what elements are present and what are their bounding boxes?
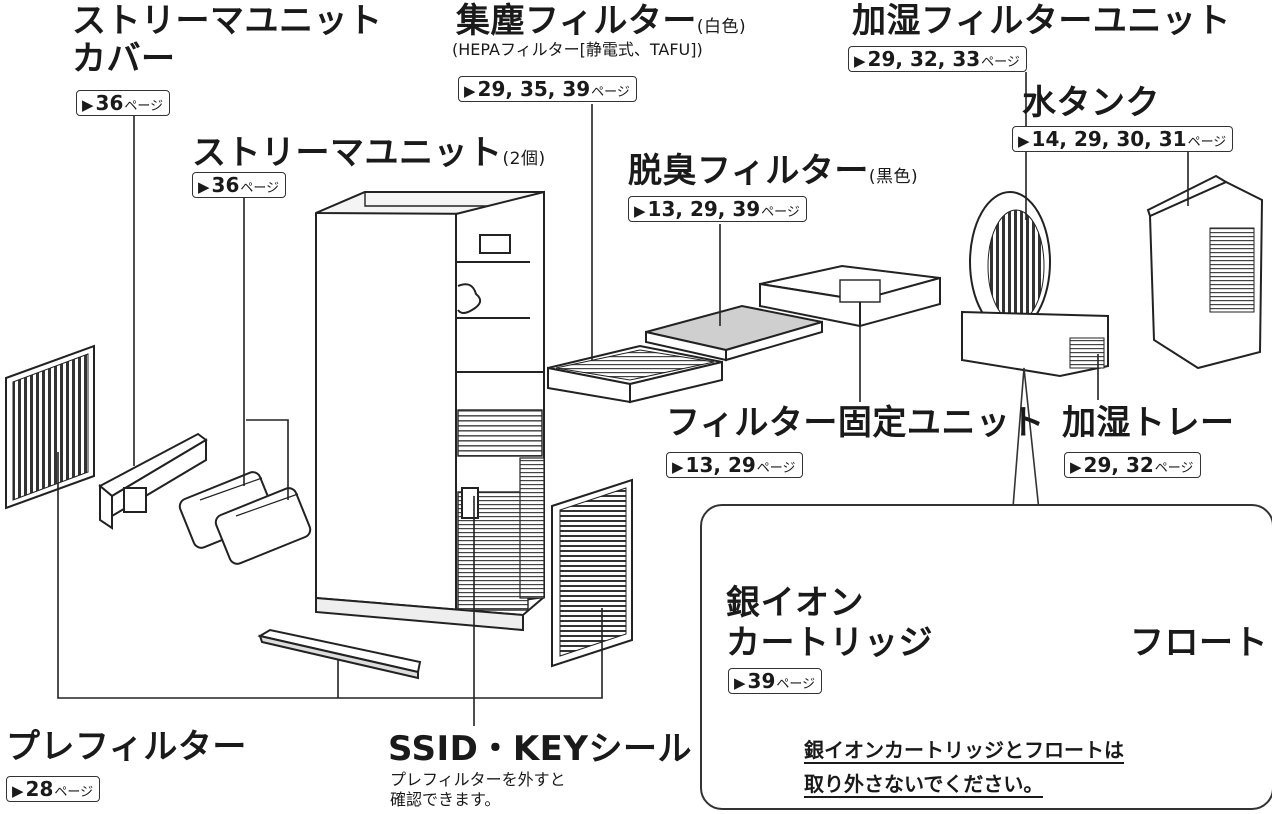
water-tank-label: 水タンク [1022,83,1160,123]
bottom-prefilter-drawing [257,628,422,680]
streamer-units-drawing [178,471,312,565]
callout-note-line2: 取り外さないでください。 [804,772,1044,798]
ssid-key-seal-label: SSID・KEYシール [388,729,693,769]
silver-ion-cartridge-page-ref[interactable]: ▶39ページ [728,668,823,694]
deodorizing-filter-page-ref[interactable]: ▶13, 29, 39ページ [628,196,807,222]
streamer-cover-label-line2: カバー [72,39,176,79]
float-label: フロート [1130,623,1268,663]
humidifier-tray-page-ref[interactable]: ▶29, 32ページ [1064,452,1201,478]
prefilter-page-ref[interactable]: ▶28ページ [6,776,101,802]
water-tank-page-ref[interactable]: ▶14, 29, 30, 31ページ [1012,126,1234,152]
humidifier-filter-unit-drawing [961,191,1109,378]
purifier-body [315,190,545,632]
dust-filter-page-ref[interactable]: ▶29, 35, 39ページ [458,76,637,102]
callout-note-line1: 銀イオンカートリッジとフロートは [804,738,1124,764]
filter-fixing-unit-page-ref[interactable]: ▶13, 29ページ [666,452,803,478]
prefilter-label: プレフィルター [6,727,247,767]
streamer-cover-label-line1: ストリーマユニット [72,1,383,41]
prefilter-left-drawing [5,344,95,510]
humidifier-filter-unit-page-ref[interactable]: ▶29, 32, 33ページ [848,46,1027,72]
streamer-cover-drawing [98,432,208,530]
dust-filter-label: 集塵フィルター(白色) [456,1,747,41]
prefilter-right-drawing [551,478,633,668]
filter-fixing-unit-label: フィルター固定ユニット [666,403,1045,443]
streamer-unit-page-ref[interactable]: ▶36ページ [192,172,287,198]
humidifier-filter-unit-label: 加湿フィルターユニット [852,1,1231,41]
deodorizing-filter-label: 脱臭フィルター(黒色) [628,151,919,191]
deodorizing-filter-drawing [645,304,823,362]
dust-filter-subtitle: (HEPAフィルター[静電式、TAFU]) [452,40,703,59]
cartridge-callout [700,504,1272,810]
ssid-key-seal-note-line1: プレフィルターを外すと [390,770,566,789]
humidifier-tray-label: 加湿トレー [1062,403,1235,443]
silver-ion-cartridge-label-line1: 銀イオン [726,583,864,623]
streamer-unit-label: ストリーマユニット(2個) [192,133,546,173]
filter-fixing-unit-drawing [759,264,941,328]
silver-ion-cartridge-label-line2: カートリッジ [726,623,933,663]
streamer-cover-page-ref[interactable]: ▶36ページ [76,90,171,116]
water-tank-drawing [1146,174,1264,370]
ssid-key-seal-note-line2: 確認できます。 [390,790,501,809]
dust-filter-drawing [547,344,723,404]
